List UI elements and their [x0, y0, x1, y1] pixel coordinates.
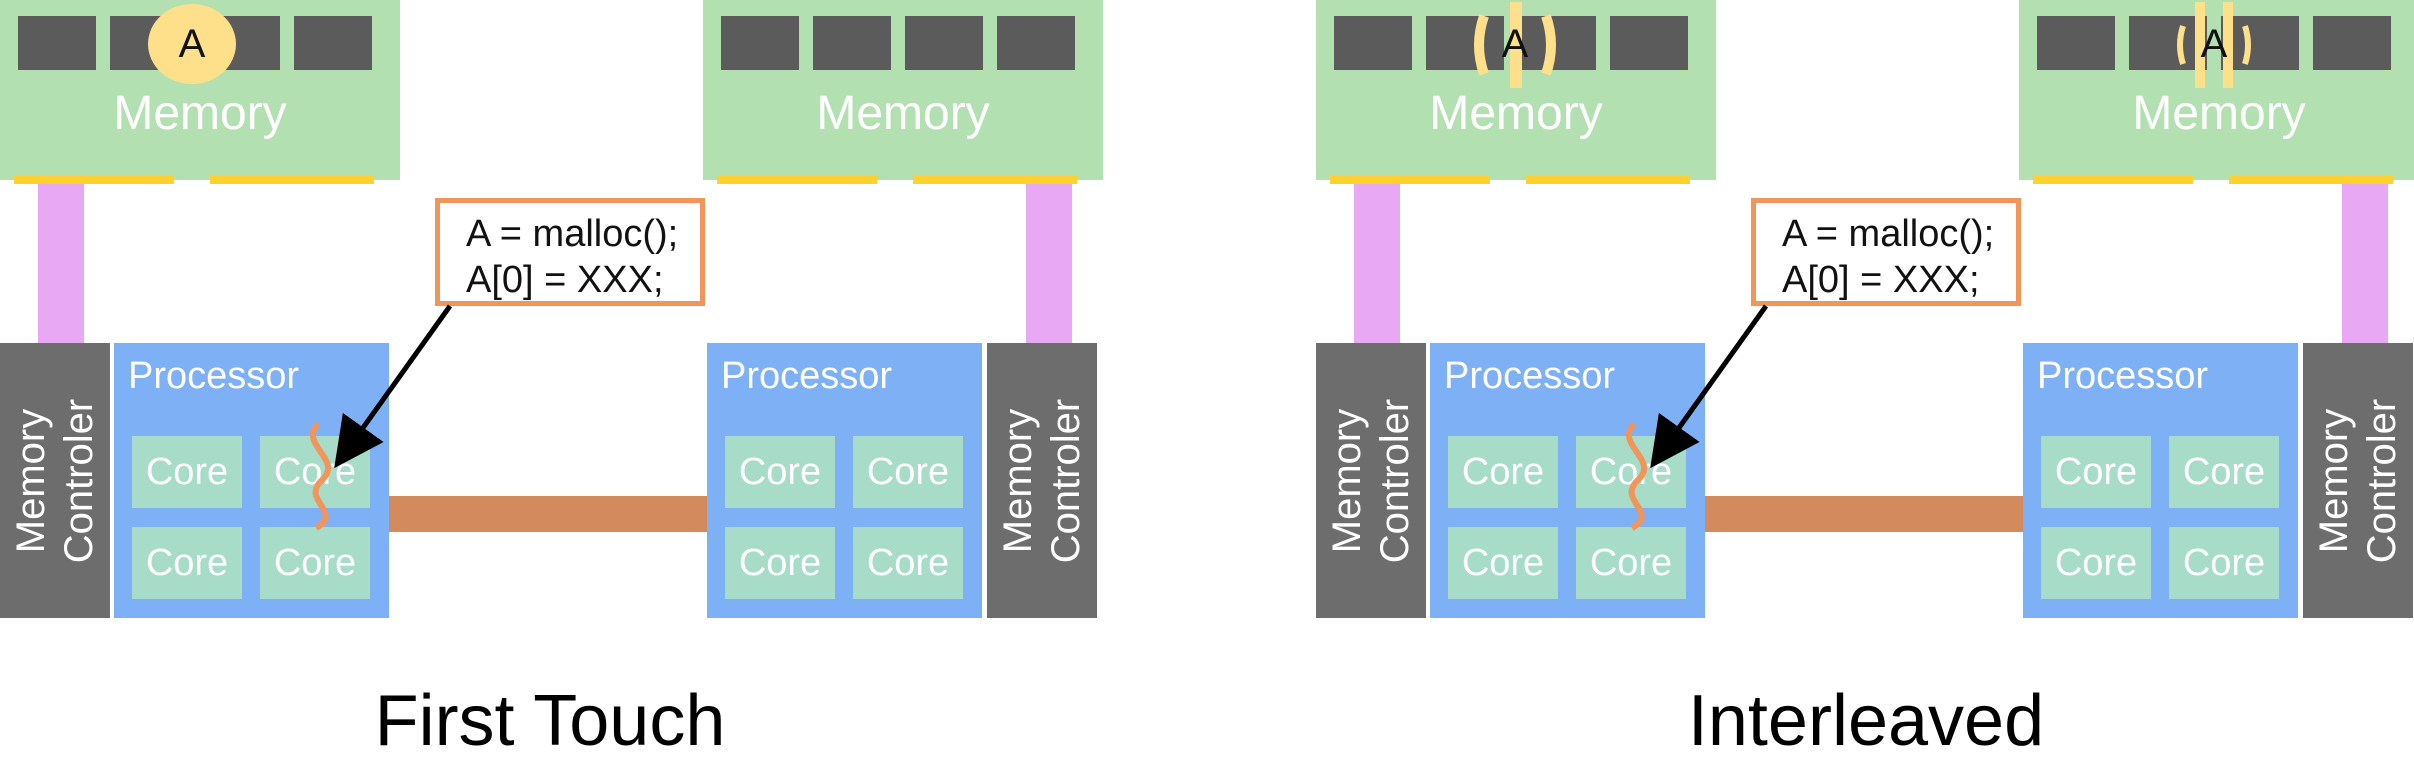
memory-chip — [813, 16, 891, 70]
memory-chip — [2037, 16, 2115, 70]
code-box: A = malloc(); A[0] = XXX; — [435, 198, 705, 306]
code-line: A = malloc(); — [466, 213, 679, 255]
allocation-label: A — [1501, 22, 1529, 66]
allocation-label: A — [2200, 22, 2228, 66]
core: Core — [2169, 527, 2279, 599]
processor-0: Processor Core Core Core Core — [114, 343, 389, 618]
processor-label: Processor — [2037, 355, 2209, 397]
memory-controller-0: Memory Controler — [1316, 343, 1426, 618]
memory-controller-label: Memory Controler — [1325, 398, 1417, 563]
memory-node-1: Memory — [703, 0, 1103, 184]
memory-link-right — [1026, 184, 1072, 344]
core: Core — [2041, 527, 2151, 599]
core: Core — [1576, 436, 1686, 508]
panel-caption: Interleaved — [1687, 681, 2045, 761]
memory-controller-0: Memory Controler — [0, 343, 110, 618]
core: Core — [725, 527, 835, 599]
core: Core — [853, 527, 963, 599]
memory-label: Memory — [113, 87, 287, 140]
memory-label: Memory — [816, 87, 990, 140]
core: Core — [725, 436, 835, 508]
memory-link-left — [38, 184, 84, 344]
allocation-a-interleaved-marker: A — [1470, 2, 1560, 88]
memory-chip — [997, 16, 1075, 70]
code-box: A = malloc(); A[0] = XXX; — [1751, 198, 2021, 306]
memory-controller-1: Memory Controler — [987, 343, 1097, 618]
core: Core — [260, 527, 370, 599]
memory-chip — [721, 16, 799, 70]
core: Core — [1576, 527, 1686, 599]
memory-chip — [1334, 16, 1412, 70]
memory-bus — [2033, 176, 2193, 184]
memory-controller-label: Memory Controler — [2312, 398, 2404, 563]
code-line: A = malloc(); — [1782, 213, 1995, 255]
processor-label: Processor — [128, 355, 300, 397]
memory-bus — [1330, 176, 1490, 184]
processor-0: Processor Core Core Core Core — [1430, 343, 1705, 618]
memory-bus — [14, 176, 174, 184]
processor-1: Processor Core Core Core Core — [707, 343, 982, 618]
processor-label: Processor — [721, 355, 893, 397]
memory-chip — [294, 16, 372, 70]
memory-chip — [2129, 16, 2207, 70]
memory-node-1: Memory A — [2019, 0, 2414, 184]
processor-label: Processor — [1444, 355, 1616, 397]
processor-interconnect — [389, 496, 707, 532]
allocation-label: A — [178, 22, 206, 66]
allocation-a-marker: A — [148, 4, 236, 84]
core: Core — [1448, 436, 1558, 508]
processor-1: Processor Core Core Core Core — [2023, 343, 2298, 618]
memory-bus — [913, 176, 1077, 184]
panel-first-touch: Memory A Memory Memory Controler Memory … — [0, 0, 1103, 761]
memory-chip — [2313, 16, 2391, 70]
memory-controller-label: Memory Controler — [996, 398, 1088, 563]
code-line: A[0] = XXX; — [1782, 259, 1980, 301]
memory-bus — [717, 176, 877, 184]
memory-chip — [905, 16, 983, 70]
core: Core — [2169, 436, 2279, 508]
memory-chip — [2221, 16, 2299, 70]
memory-bus — [210, 176, 374, 184]
core: Core — [853, 436, 963, 508]
memory-controller-label: Memory Controler — [9, 398, 101, 563]
code-line: A[0] = XXX; — [466, 259, 664, 301]
memory-node-0: Memory A — [1316, 0, 1716, 184]
panel-caption: First Touch — [374, 681, 726, 761]
core: Core — [260, 436, 370, 508]
memory-link-left — [1354, 184, 1400, 344]
memory-label: Memory — [2132, 87, 2306, 140]
core: Core — [2041, 436, 2151, 508]
memory-link-right — [2342, 184, 2388, 344]
memory-chip — [1426, 16, 1504, 70]
allocation-a-interleaved-marker: A — [2169, 2, 2259, 88]
core: Core — [1448, 527, 1558, 599]
memory-chip — [18, 16, 96, 70]
memory-controller-1: Memory Controler — [2303, 343, 2413, 618]
memory-bus — [1526, 176, 1690, 184]
panel-interleaved: Memory A Memory A — [1316, 0, 2414, 761]
processor-interconnect — [1705, 496, 2023, 532]
memory-bus — [2229, 176, 2393, 184]
core: Core — [132, 527, 242, 599]
core: Core — [132, 436, 242, 508]
memory-chip — [1518, 16, 1596, 70]
memory-label: Memory — [1429, 87, 1603, 140]
memory-chip — [1610, 16, 1688, 70]
memory-node-0: Memory A — [0, 0, 400, 184]
